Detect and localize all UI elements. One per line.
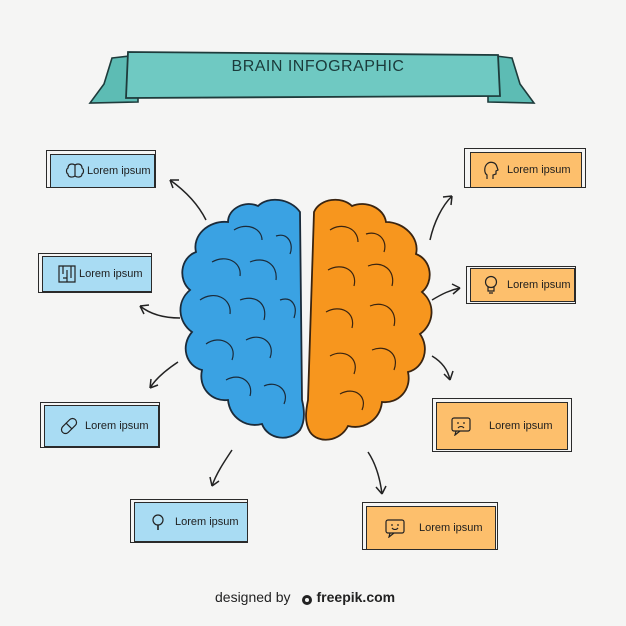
freepik-logo-icon — [302, 595, 312, 605]
magnifier-icon — [147, 510, 171, 534]
right-box-3: Lorem ipsum — [436, 402, 568, 450]
left-box-4: Lorem ipsum — [134, 502, 248, 542]
right-box-2: Lorem ipsum — [470, 268, 575, 302]
footer-brand: freepik.com — [316, 589, 396, 605]
brain-icon — [63, 159, 87, 183]
arrow-left-4 — [211, 449, 233, 487]
footer-prefix: designed by — [215, 589, 291, 605]
left-box-1: Lorem ipsum — [50, 154, 155, 188]
smile-message-icon — [383, 516, 407, 540]
left-box-4-label: Lorem ipsum — [175, 516, 239, 528]
title-banner — [88, 51, 536, 104]
pill-icon — [57, 414, 81, 438]
arrow-right-3 — [431, 355, 451, 381]
right-box-4-label: Lorem ipsum — [419, 522, 483, 534]
right-box-1-label: Lorem ipsum — [507, 164, 571, 176]
left-hemisphere — [179, 198, 305, 439]
right-box-2-label: Lorem ipsum — [507, 279, 571, 291]
lightbulb-icon — [479, 273, 503, 297]
head-profile-icon — [479, 158, 503, 182]
arrow-left-1 — [169, 179, 207, 221]
right-box-3-label: Lorem ipsum — [489, 420, 553, 432]
maze-icon — [55, 262, 79, 286]
left-box-2: Lorem ipsum — [42, 256, 152, 292]
left-box-2-label: Lorem ipsum — [79, 268, 143, 280]
left-box-1-label: Lorem ipsum — [87, 165, 151, 177]
arrow-left-2 — [139, 305, 181, 319]
right-box-4: Lorem ipsum — [366, 506, 496, 550]
page-title: BRAIN INFOGRAPHIC — [231, 58, 405, 75]
footer-credit: designed by freepik.com — [215, 589, 395, 605]
arrow-left-3 — [149, 361, 179, 389]
arrow-right-2 — [431, 287, 461, 301]
left-box-3: Lorem ipsum — [44, 405, 159, 447]
connector-arrows — [139, 179, 461, 495]
right-box-1: Lorem ipsum — [470, 152, 582, 188]
arrow-right-1 — [429, 195, 453, 241]
arrow-right-4 — [367, 451, 383, 495]
right-hemisphere — [305, 198, 433, 441]
sad-message-icon — [449, 414, 473, 438]
left-box-3-label: Lorem ipsum — [85, 420, 149, 432]
